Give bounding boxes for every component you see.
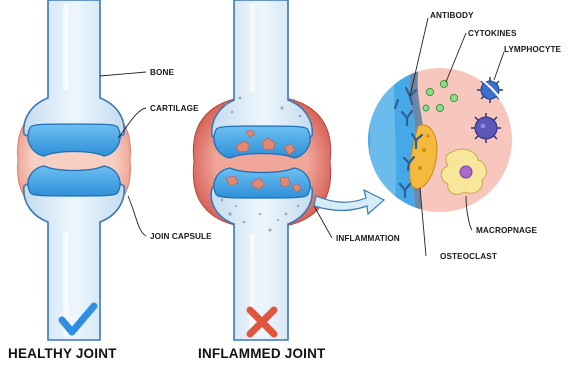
- inflamed-lower-bone: [211, 185, 312, 340]
- label-join-capsule: JOIN CAPSULE: [150, 232, 212, 241]
- inflamed-joint: INFLAMMATION INFLAMMED JOINT: [193, 0, 400, 361]
- lower-bone: [24, 183, 125, 340]
- label-osteoclast: OSTEOCLAST: [440, 252, 497, 261]
- inflamed-upper-bone: [212, 0, 313, 139]
- healthy-joint: BONE CARTILAGE JOIN CAPSULE HEALTHY JOIN…: [8, 0, 212, 361]
- label-cytokines: CYTOKINES: [468, 29, 517, 38]
- title-healthy-joint: HEALTHY JOINT: [8, 346, 117, 361]
- upper-bone: [24, 0, 125, 137]
- label-cartilage: CARTILAGE: [150, 104, 199, 113]
- label-bone: BONE: [150, 68, 174, 77]
- lower-cartilage: [28, 166, 120, 196]
- label-antibody: ANTIBODY: [430, 11, 474, 20]
- title-inflamed-joint: INFLAMMED JOINT: [198, 346, 326, 361]
- upper-cartilage: [28, 124, 120, 156]
- label-lymphocyte: LYMPHOCYTE: [504, 45, 562, 54]
- zoom-detail: [360, 60, 513, 220]
- label-macrophage: MACROPNAGE: [476, 226, 537, 235]
- label-inflammation: INFLAMMATION: [336, 234, 400, 243]
